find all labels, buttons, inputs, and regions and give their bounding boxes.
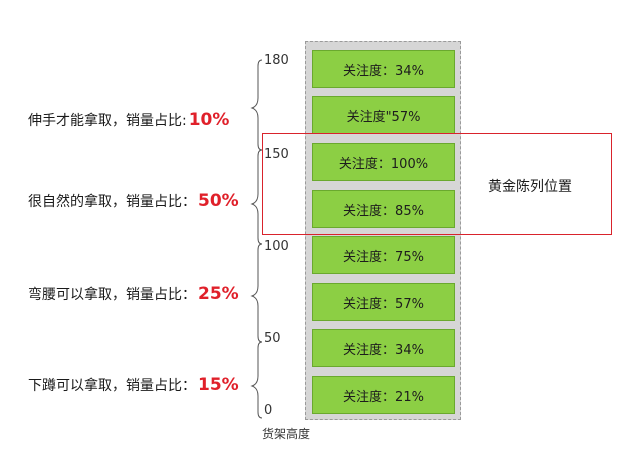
zone-sales-pct: 25% (198, 284, 239, 304)
zone-label-text: 下蹲可以拿取，销量占比： (28, 378, 196, 394)
shelf-block-2: 关注度"57% (312, 96, 455, 134)
brace-squat (250, 341, 263, 419)
brace-golden (250, 149, 263, 245)
zone-label-text: 很自然的拿取，销量占比： (28, 194, 196, 210)
shelf-block-5: 关注度：75% (312, 236, 455, 274)
zone-sales-pct: 50% (198, 191, 239, 211)
golden-zone-label: 黄金陈列位置 (488, 179, 572, 195)
brace-bend (250, 243, 263, 343)
shelf-block-4: 关注度：85% (312, 190, 455, 228)
zone-label-squat: 下蹲可以拿取，销量占比： 15% (28, 373, 239, 397)
zone-label-text: 伸手才能拿取，销量占比: (28, 113, 187, 129)
axis-caption: 货架高度 (262, 427, 311, 441)
zone-label-bend: 弯腰可以拿取，销量占比： 25% (28, 282, 239, 306)
brace-top (250, 59, 263, 151)
axis-tick-150: 150 (264, 147, 289, 162)
zone-sales-pct: 15% (198, 375, 239, 395)
shelf-block-7: 关注度：34% (312, 329, 455, 367)
shelf-block-6: 关注度：57% (312, 283, 455, 321)
axis-tick-50: 50 (264, 331, 281, 346)
axis-tick-100: 100 (264, 239, 289, 254)
zone-label-text: 弯腰可以拿取，销量占比： (28, 287, 196, 303)
zone-sales-pct: 10% (188, 110, 230, 130)
zone-label-reach: 伸手才能拿取，销量占比: 10% (28, 108, 229, 132)
golden-zone-highlight (262, 133, 612, 235)
zone-label-natural: 很自然的拿取，销量占比： 50% (28, 189, 239, 213)
height-brace (250, 59, 263, 419)
shelf-block-1: 关注度：34% (312, 50, 455, 88)
axis-tick-180: 180 (264, 53, 289, 68)
shelf-block-8: 关注度：21% (312, 376, 455, 414)
shelf-block-3: 关注度：100% (312, 143, 455, 181)
axis-tick-0: 0 (264, 403, 273, 418)
